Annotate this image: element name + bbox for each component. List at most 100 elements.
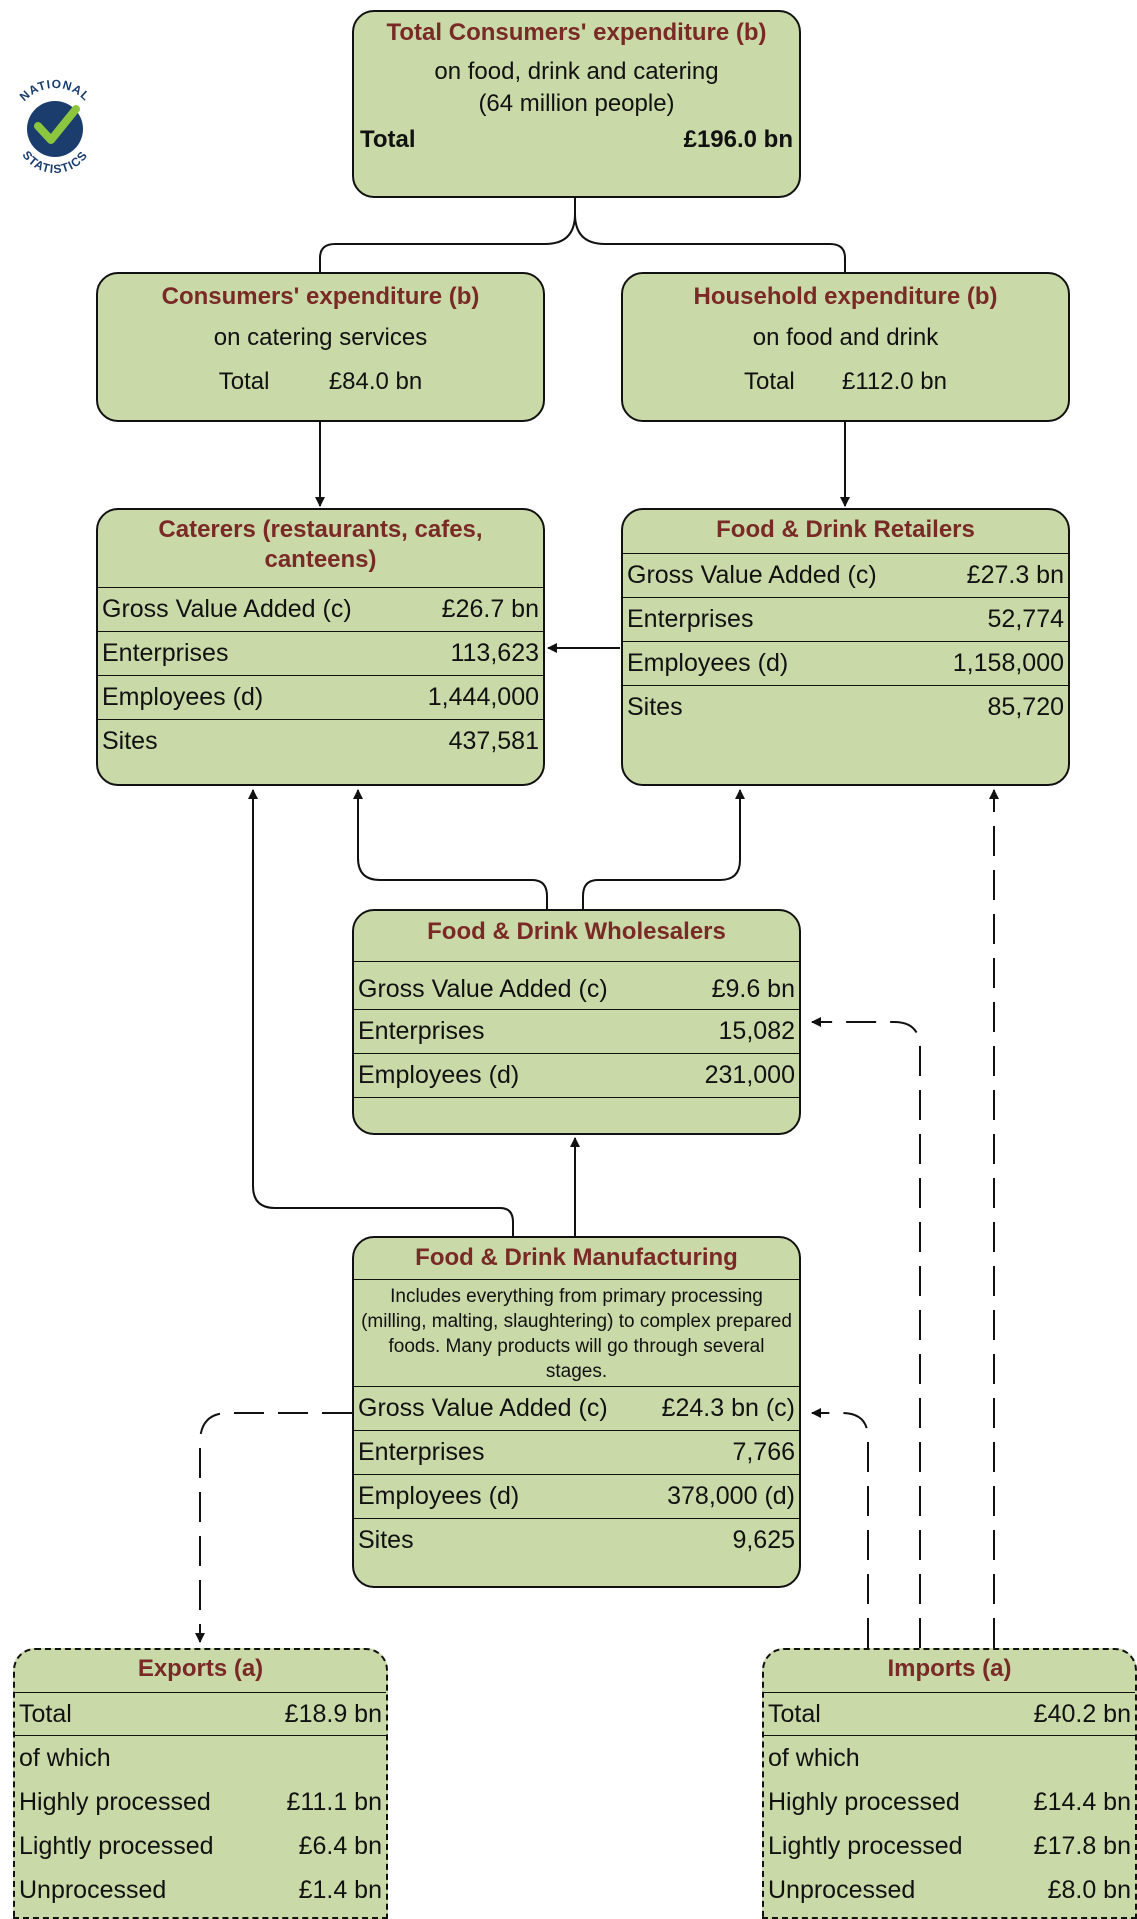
row-label: Enterprises: [627, 605, 754, 633]
row-value: 7,766: [732, 1438, 795, 1466]
total-expenditure-line1: on food, drink and catering: [434, 58, 719, 85]
exports-box: Exports (a) Total £18.9 bn of which Highl…: [13, 1648, 388, 1919]
imports-row: Highly processed £14.4 bn: [764, 1780, 1135, 1824]
row-value: 231,000: [704, 1061, 795, 1089]
row-value: 1,158,000: [952, 649, 1064, 677]
exports-title: Exports (a): [137, 1655, 264, 1682]
svg-text:NATIONAL: NATIONAL: [17, 77, 93, 104]
household-total-label: Total: [743, 368, 795, 395]
row-label: Employees (d): [358, 1061, 520, 1089]
row-value: 378,000 (d): [667, 1482, 795, 1510]
row-label: Enterprises: [102, 639, 229, 667]
wholesalers-title: Food & Drink Wholesalers: [427, 918, 726, 945]
row-label: Employees (d): [627, 649, 789, 677]
row-label: Unprocessed: [19, 1876, 167, 1904]
household-total-value: £112.0 bn: [842, 368, 948, 395]
caterers-row: Enterprises 113,623: [98, 631, 543, 675]
total-expenditure-line2: (64 million people): [478, 90, 675, 117]
row-value: £18.9 bn: [284, 1700, 382, 1728]
retailers-row: Gross Value Added (c) £27.3 bn: [623, 553, 1068, 597]
row-label: Total: [768, 1700, 821, 1728]
row-value: 113,623: [450, 639, 539, 667]
manufacturing-row: Gross Value Added (c) £24.3 bn (c): [354, 1386, 799, 1430]
wholesalers-row: Enterprises 15,082: [354, 1009, 799, 1053]
row-value: £6.4 bn: [298, 1832, 382, 1860]
manufacturing-box: Food & Drink Manufacturing Includes ever…: [352, 1236, 801, 1588]
exports-row: Highly processed £11.1 bn: [15, 1780, 386, 1824]
household-expenditure-title: Household expenditure (b): [693, 283, 998, 310]
retailers-box: Food & Drink Retailers Gross Value Added…: [621, 508, 1070, 786]
row-label: of which: [19, 1744, 111, 1772]
row-label: Sites: [102, 727, 158, 755]
wholesalers-row: Gross Value Added (c) £9.6 bn: [354, 961, 799, 1009]
wholesalers-row-end: [354, 1097, 799, 1108]
row-label: Gross Value Added (c): [358, 1394, 608, 1422]
total-expenditure-title: Total Consumers' expenditure (b): [386, 19, 767, 46]
row-value: £27.3 bn: [966, 561, 1064, 589]
row-value: £11.1 bn: [286, 1788, 382, 1816]
household-expenditure-line1: on food and drink: [752, 324, 939, 351]
row-value: £9.6 bn: [711, 975, 795, 1003]
row-value: 1,444,000: [427, 683, 539, 711]
household-expenditure-total: Total £112.0 bn: [623, 366, 1068, 398]
row-value: 85,720: [987, 693, 1064, 721]
row-label: Employees (d): [358, 1482, 520, 1510]
total-value: £196.0 bn: [683, 126, 793, 153]
manufacturing-row: Employees (d) 378,000 (d): [354, 1474, 799, 1518]
imports-row: Lightly processed £17.8 bn: [764, 1824, 1135, 1868]
imports-title: Imports (a): [887, 1655, 1012, 1682]
exports-row: Unprocessed £1.4 bn: [15, 1868, 386, 1912]
row-label: Gross Value Added (c): [102, 595, 352, 623]
catering-total-value: £84.0 bn: [328, 368, 423, 395]
row-label: of which: [768, 1744, 860, 1772]
row-value: 15,082: [718, 1017, 795, 1045]
row-value: 437,581: [448, 727, 539, 755]
caterers-title: Caterers (restaurants, cafes, canteens): [158, 516, 483, 573]
row-label: Highly processed: [19, 1788, 211, 1816]
exports-row: of which: [15, 1735, 386, 1780]
imports-box: Imports (a) Total £40.2 bn of which Highl…: [762, 1648, 1137, 1919]
retailers-title: Food & Drink Retailers: [716, 516, 975, 543]
total-expenditure-total-row: Total £196.0 bn: [354, 126, 799, 154]
row-value: £26.7 bn: [441, 595, 539, 623]
manufacturing-row: Enterprises 7,766: [354, 1430, 799, 1474]
catering-total-label: Total: [218, 368, 270, 395]
row-label: Total: [19, 1700, 72, 1728]
row-label: Lightly processed: [19, 1832, 214, 1860]
row-label: Gross Value Added (c): [627, 561, 877, 589]
row-label: Employees (d): [102, 683, 264, 711]
exports-row: Total £18.9 bn: [15, 1692, 386, 1735]
caterers-row: Sites 437,581: [98, 719, 543, 763]
catering-expenditure-title: Consumers' expenditure (b): [161, 283, 480, 310]
caterers-row: Gross Value Added (c) £26.7 bn: [98, 587, 543, 631]
catering-expenditure-box: Consumers' expenditure (b) on catering s…: [96, 272, 545, 422]
row-value: £17.8 bn: [1033, 1832, 1131, 1860]
imports-row: of which: [764, 1735, 1135, 1780]
manufacturing-title: Food & Drink Manufacturing: [415, 1244, 738, 1271]
row-label: Enterprises: [358, 1017, 485, 1045]
total-label: Total: [360, 126, 416, 153]
catering-expenditure-line1: on catering services: [213, 324, 428, 351]
imports-row: Total £40.2 bn: [764, 1692, 1135, 1735]
row-label: Lightly processed: [768, 1832, 963, 1860]
total-expenditure-box: Total Consumers' expenditure (b) on food…: [352, 10, 801, 198]
national-statistics-logo: NATIONAL STATISTICS: [17, 77, 93, 176]
row-label: Unprocessed: [768, 1876, 916, 1904]
row-value: £1.4 bn: [298, 1876, 382, 1904]
row-value: £8.0 bn: [1047, 1876, 1131, 1904]
retailers-row: Enterprises 52,774: [623, 597, 1068, 641]
row-value: £40.2 bn: [1033, 1700, 1131, 1728]
row-value: £14.4 bn: [1033, 1788, 1131, 1816]
exports-row: Lightly processed £6.4 bn: [15, 1824, 386, 1868]
row-label: Enterprises: [358, 1438, 485, 1466]
row-label: Sites: [627, 693, 683, 721]
caterers-row: Employees (d) 1,444,000: [98, 675, 543, 719]
caterers-box: Caterers (restaurants, cafes, canteens) …: [96, 508, 545, 786]
retailers-row: Employees (d) 1,158,000: [623, 641, 1068, 685]
wholesalers-row: Employees (d) 231,000: [354, 1053, 799, 1097]
row-value: 52,774: [987, 605, 1064, 633]
row-label: Gross Value Added (c): [358, 975, 608, 1003]
row-value: £24.3 bn (c): [661, 1394, 795, 1422]
row-label: Highly processed: [768, 1788, 960, 1816]
